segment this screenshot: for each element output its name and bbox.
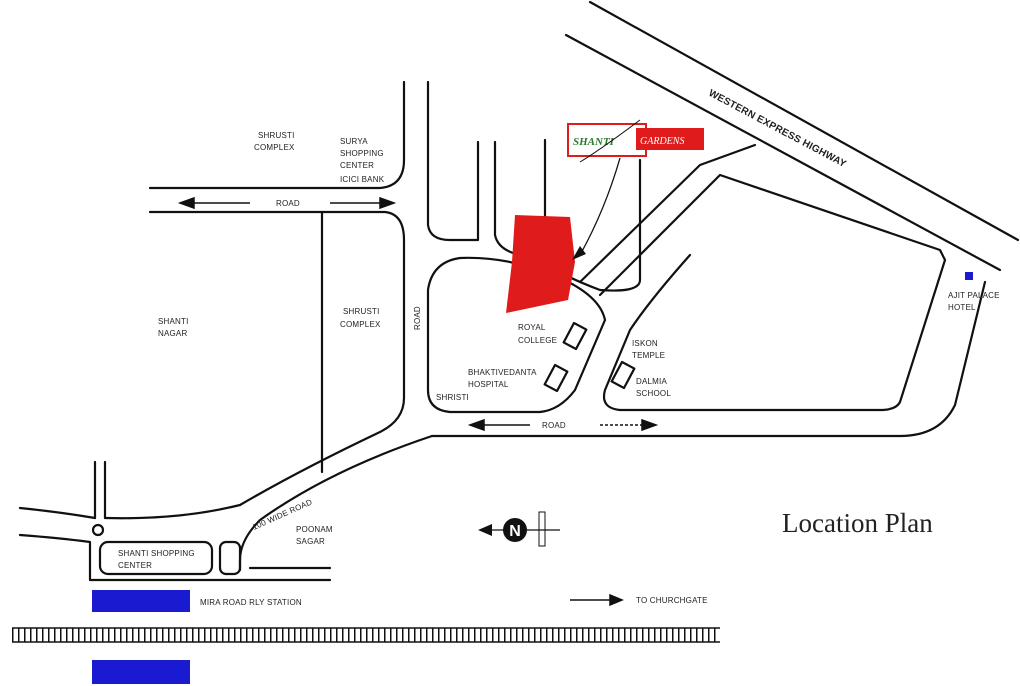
center-block <box>426 256 607 414</box>
svg-text:CENTER: CENTER <box>340 161 374 170</box>
shanti-gardens-label: SHANTI GARDENS <box>567 119 704 260</box>
svg-text:SHOPPING: SHOPPING <box>340 149 384 158</box>
svg-text:CENTER: CENTER <box>118 561 152 570</box>
svg-text:DALMIA: DALMIA <box>636 377 667 386</box>
svg-text:N: N <box>509 523 521 540</box>
svg-text:SHANTI: SHANTI <box>573 136 615 148</box>
svg-text:ROAD: ROAD <box>276 199 300 208</box>
svg-text:MIRA ROAD RLY STATION: MIRA ROAD RLY STATION <box>200 598 302 607</box>
road-arrows <box>177 196 659 607</box>
svg-text:GARDENS: GARDENS <box>640 136 684 147</box>
map-title: Location Plan <box>782 508 933 538</box>
western-express-highway <box>564 0 1020 272</box>
svg-text:ICICI BANK: ICICI BANK <box>340 175 385 184</box>
station-platform-bottom <box>92 660 190 684</box>
svg-text:SHANTI: SHANTI <box>158 317 189 326</box>
hotel-marker <box>965 272 973 280</box>
svg-text:SURYA: SURYA <box>340 137 368 146</box>
svg-text:HOTEL: HOTEL <box>948 303 976 312</box>
temple-building <box>610 360 636 390</box>
svg-text:POONAM: POONAM <box>296 525 333 534</box>
hospital-building <box>543 363 569 393</box>
svg-text:SHANTI SHOPPING: SHANTI SHOPPING <box>118 549 195 558</box>
svg-text:SHRISTI: SHRISTI <box>436 393 469 402</box>
svg-text:ROAD: ROAD <box>542 421 566 430</box>
svg-text:SCHOOL: SCHOOL <box>636 389 671 398</box>
svg-text:WESTERN EXPRESS HIGHWAY: WESTERN EXPRESS HIGHWAY <box>707 88 848 170</box>
svg-text:SHRUSTI: SHRUSTI <box>343 307 380 316</box>
north-compass: N <box>478 511 560 547</box>
svg-text:ROAD: ROAD <box>413 306 422 330</box>
project-site <box>506 215 575 313</box>
railway-track <box>12 627 720 643</box>
svg-text:COMPLEX: COMPLEX <box>254 143 295 152</box>
svg-text:SAGAR: SAGAR <box>296 537 325 546</box>
svg-text:TO CHURCHGATE: TO CHURCHGATE <box>636 596 708 605</box>
svg-text:NAGAR: NAGAR <box>158 329 187 338</box>
station-platform-top <box>92 590 190 612</box>
svg-text:SHRUSTI: SHRUSTI <box>258 131 295 140</box>
royal-college-building <box>562 321 588 351</box>
svg-text:AJIT PALACE: AJIT PALACE <box>948 291 1000 300</box>
svg-text:BHAKTIVEDANTA: BHAKTIVEDANTA <box>468 368 537 377</box>
svg-text:ROYAL: ROYAL <box>518 323 546 332</box>
svg-text:TEMPLE: TEMPLE <box>632 351 665 360</box>
svg-text:ISKON: ISKON <box>632 339 658 348</box>
svg-text:COMPLEX: COMPLEX <box>340 320 381 329</box>
svg-text:COLLEGE: COLLEGE <box>518 336 557 345</box>
top-road <box>103 80 480 520</box>
svg-text:HOSPITAL: HOSPITAL <box>468 380 509 389</box>
